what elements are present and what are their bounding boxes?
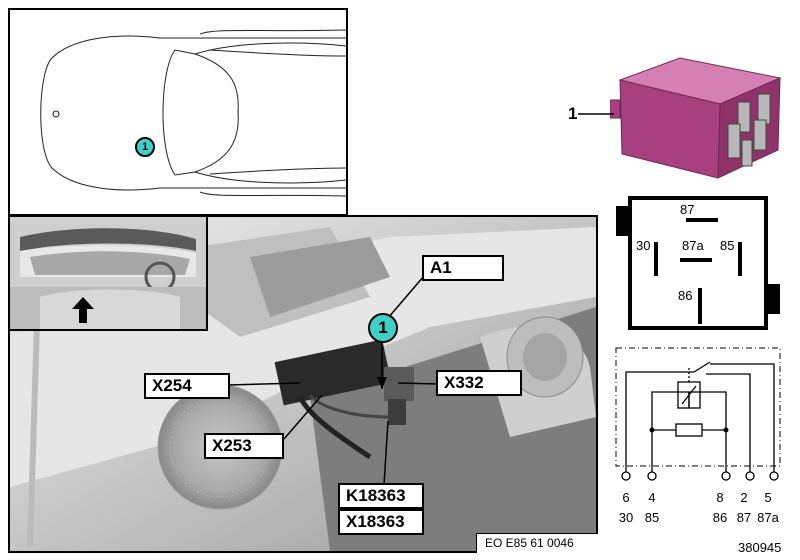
relay-tab-right [768, 284, 780, 314]
overview-position-marker: 1 [135, 137, 155, 157]
photo-position-marker: 1 [368, 313, 398, 343]
schematic-pin-terminal: 30 [618, 510, 634, 525]
schematic-pin-number: 5 [764, 490, 772, 505]
schematic-pin-terminal: 86 [712, 510, 728, 525]
callout-x332: X332 [436, 370, 522, 396]
callout-k18363: K18363 [338, 483, 424, 509]
pin-87a-bar [680, 258, 712, 262]
callout-x18363: X18363 [338, 509, 424, 535]
pin-85-label: 85 [720, 238, 735, 253]
pin-86-bar [698, 288, 702, 324]
schematic-pin-number: 4 [648, 490, 656, 505]
schematic-pin-number: 8 [716, 490, 724, 505]
installation-photo-panel: A1 1 X254 X332 X253 K18363 X18363 EO E85… [8, 215, 598, 553]
relay-pinout-box: 87 30 87a 85 86 [628, 196, 768, 330]
interior-inset-image [10, 217, 206, 329]
pin-30-label: 30 [636, 238, 651, 253]
pin-87a-label: 87a [682, 238, 704, 253]
photo-reference-box: EO E85 61 0046 [476, 533, 598, 553]
callout-x253: X253 [204, 433, 284, 459]
callout-x254: X254 [144, 373, 230, 399]
schematic-pin-terminal: 87a [757, 510, 779, 525]
schematic-pin-number: 6 [622, 490, 630, 505]
schematic-pin-number: 2 [740, 490, 748, 505]
relay-tab-left [616, 206, 628, 236]
interior-inset-panel [8, 215, 208, 331]
pin-87-label: 87 [680, 202, 695, 217]
relay-part-label: 1 [568, 104, 578, 123]
schematic-pin-terminal: 85 [644, 510, 660, 525]
car-overview-panel: 1 [8, 8, 348, 216]
relay-image [610, 57, 782, 179]
car-outline [40, 29, 346, 197]
relay-circuit-schematic [615, 347, 781, 481]
pin-85-bar [738, 242, 742, 276]
pin-30-bar [654, 242, 658, 276]
photo-reference-text: EO E85 61 0046 [485, 536, 574, 550]
pin-87-bar [686, 218, 718, 222]
pin-86-label: 86 [678, 288, 693, 303]
up-arrow-icon [72, 297, 94, 323]
figure-id: 380945 [738, 540, 782, 555]
relay-part-leader [578, 113, 614, 115]
schematic-pin-terminal: 87 [736, 510, 752, 525]
callout-a1: A1 [422, 255, 504, 281]
